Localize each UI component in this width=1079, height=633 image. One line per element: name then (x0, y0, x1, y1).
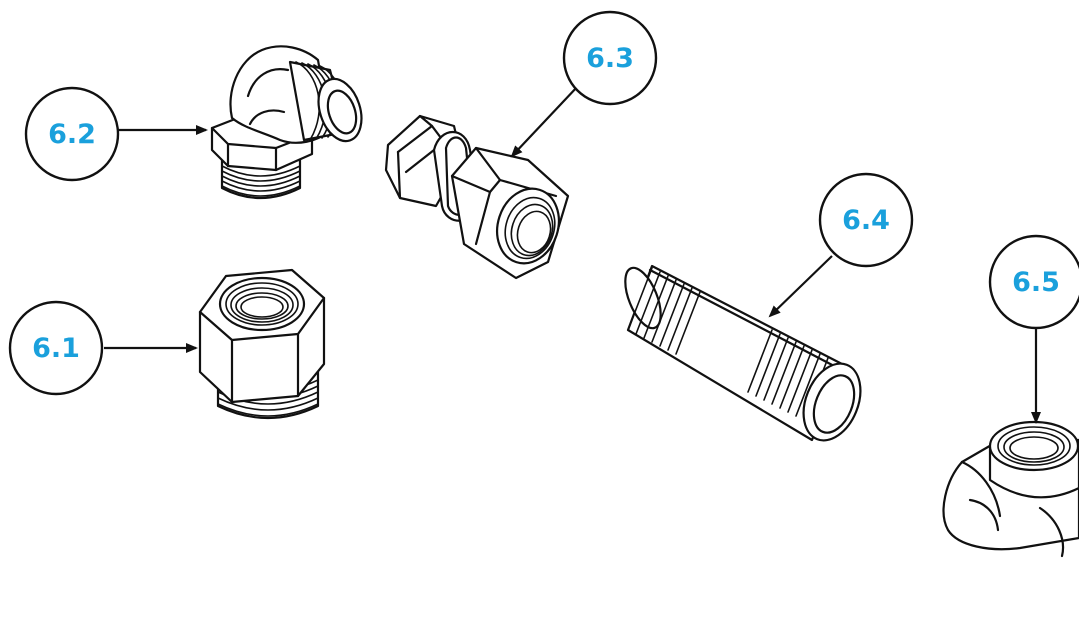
pipe-left-threads (627, 267, 701, 355)
callout-label: 6.3 (586, 43, 634, 74)
callout-label: 6.2 (48, 119, 96, 150)
adapter-bore-threads (225, 282, 299, 326)
callout-circle (8, 300, 104, 396)
coupling-bore-threads (504, 196, 556, 260)
callout-label: 6.5 (1012, 267, 1060, 298)
callout-label: 6.1 (32, 333, 80, 364)
callout-6-4: 6.4 (818, 172, 914, 268)
callout-circle (988, 234, 1079, 330)
elbow-bottom-threads (221, 165, 301, 197)
callout-circle (24, 86, 120, 182)
callout-6-5: 6.5 (988, 234, 1079, 330)
coupling-fitting-drawing (384, 114, 570, 280)
callout-circle (818, 172, 914, 268)
leader-arrow-6-3 (510, 85, 579, 158)
pipe-nipple-drawing (624, 264, 862, 442)
tee-bore-threads (997, 426, 1071, 466)
callout-6-1: 6.1 (8, 300, 104, 396)
adapter-fitting-drawing (198, 268, 326, 420)
elbow-fitting-drawing (210, 45, 363, 200)
leader-arrow-6-4 (768, 255, 833, 318)
callout-6-3: 6.3 (562, 10, 658, 106)
pipe-right-threads (747, 329, 829, 421)
callout-6-2: 6.2 (24, 86, 120, 182)
callout-label: 6.4 (842, 205, 890, 236)
callout-circle (562, 10, 658, 106)
tee-fitting-drawing (942, 420, 1079, 558)
